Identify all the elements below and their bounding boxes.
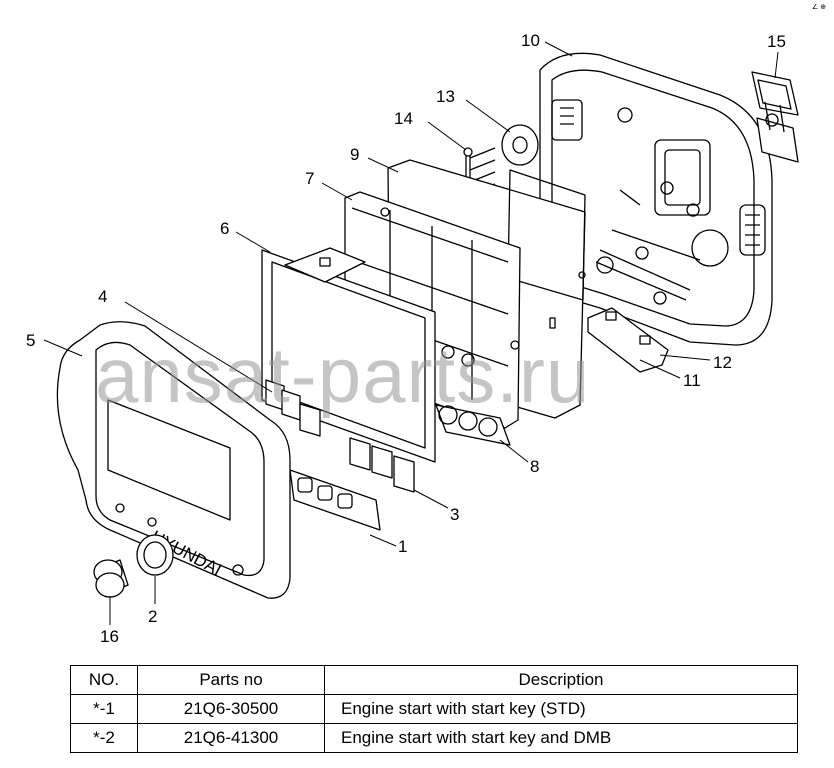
row-description: Engine start with start key and DMB: [324, 723, 798, 753]
callout-6: 6: [220, 219, 229, 238]
switch-set-upper: [265, 379, 321, 437]
row-no: *-1: [70, 694, 138, 724]
front-cover-part: [56, 321, 291, 599]
washer-part: [501, 124, 539, 166]
bracket-part: [751, 71, 799, 163]
row-description: Engine start with start key (STD): [324, 694, 798, 724]
cap-knob-part: [93, 559, 129, 598]
callout-13: 13: [436, 87, 455, 106]
callout-3: 3: [450, 505, 459, 524]
callout-8: 8: [530, 457, 539, 476]
parts-table: NO. Parts no Description *-1 21Q6-30500 …: [70, 665, 798, 753]
callout-numbers: 1 2 3 4 5 6 7 8 9 10 11 12 13 14 15 16: [26, 31, 786, 646]
header-description: Description: [324, 665, 798, 695]
button-bezel-part: [289, 469, 381, 531]
callout-11: 11: [683, 371, 701, 390]
small-board-part: [587, 307, 669, 373]
callout-16: 16: [100, 627, 119, 646]
row-parts-no: 21Q6-30500: [137, 694, 325, 724]
button-strip-part: [435, 404, 511, 446]
callout-9: 9: [350, 145, 359, 164]
rear-housing-part: [539, 52, 773, 346]
callout-2: 2: [148, 607, 157, 626]
row-parts-no: 21Q6-41300: [137, 723, 325, 753]
callout-4: 4: [98, 287, 107, 306]
leader-lines: [43, 41, 779, 625]
switch-set-lower: [349, 437, 415, 493]
callout-7: 7: [305, 169, 314, 188]
callout-1: 1: [398, 537, 407, 556]
exploded-parts-diagram: HYUNDAI 1 2 3 4 5 6 7 8 9: [26, 31, 799, 646]
table-row: *-1 21Q6-30500 Engine start with start k…: [70, 694, 798, 724]
corner-mark: ∠ ⊕: [811, 4, 826, 11]
callout-10: 10: [521, 31, 540, 50]
header-parts-no: Parts no: [137, 665, 325, 695]
callout-5: 5: [26, 331, 35, 350]
table-row: *-2 21Q6-41300 Engine start with start k…: [70, 723, 798, 753]
callout-12: 12: [713, 353, 732, 372]
header-no: NO.: [70, 665, 138, 695]
callout-14: 14: [394, 109, 413, 128]
callout-15: 15: [767, 32, 786, 51]
row-no: *-2: [70, 723, 138, 753]
watermark-text: ansat-parts.ru: [95, 331, 591, 419]
table-header-row: NO. Parts no Description: [70, 665, 798, 695]
key-knob-part: [136, 534, 174, 576]
